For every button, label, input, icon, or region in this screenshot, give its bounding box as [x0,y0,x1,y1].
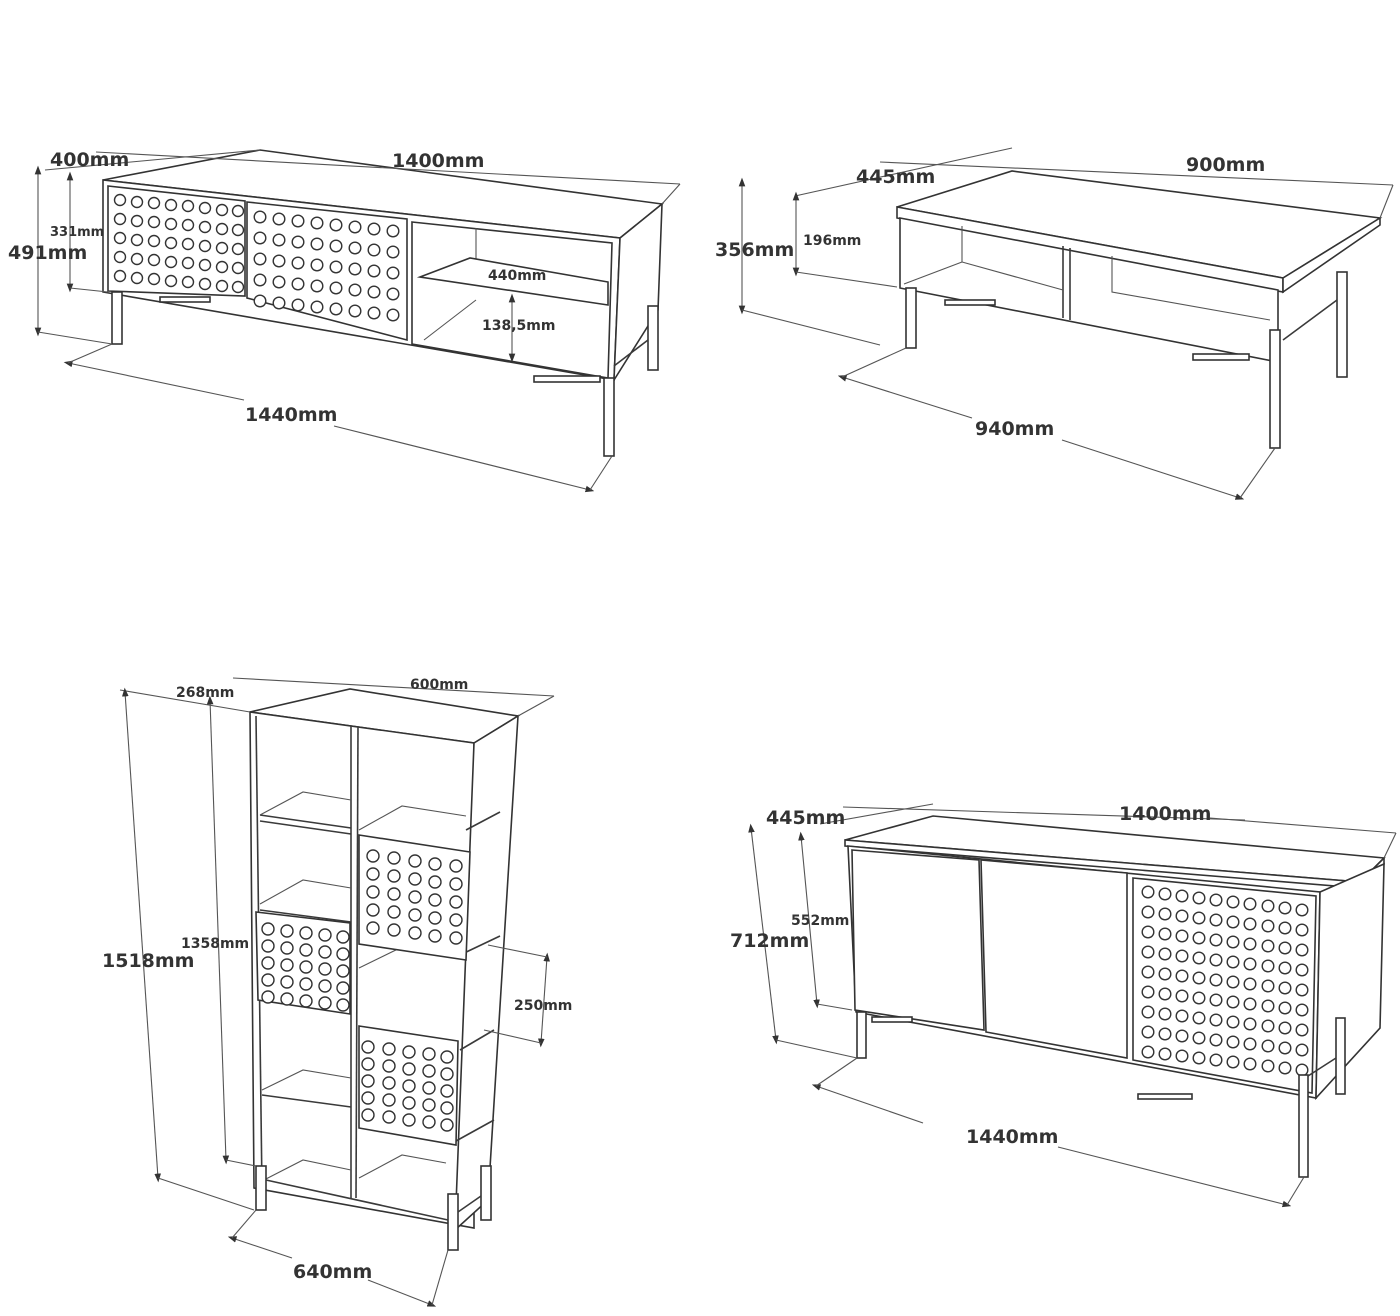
tv-top-width-label: 1400mm [392,150,484,172]
drawer-perforation-pattern [261,849,463,1132]
sideboard-door-middle [980,859,1128,1059]
sideboard-top-width-label: 1400mm [1119,803,1211,825]
bookcase-depth-label: 268mm [176,685,234,701]
door-perforation-pattern [113,193,400,322]
tv-shelf-gap-label: 138,5mm [482,318,555,334]
bookcase-drawing: 268mm 600mm 1518mm 1358mm 250mm 640mm [102,677,572,1307]
bookcase-body-height-label: 1358mm [181,936,249,952]
bookcase-compartment-height-label: 250mm [514,998,572,1014]
sideboard-body-height-label: 552mm [791,913,849,929]
tv-shelf-depth-label: 440mm [488,268,546,284]
coffee-table-drawing: 445mm 900mm 356mm 196mm 940mm [715,147,1394,500]
coffee-body-height-label: 196mm [803,233,861,249]
tv-body-height-label: 331mm [50,225,104,240]
coffee-top-width-label: 900mm [1186,154,1265,176]
sideboard-door-left [851,849,985,1031]
tv-total-width-label: 1440mm [245,404,337,426]
perforated-door-middle [246,201,408,342]
middle-shelf [416,257,609,306]
tv-depth-label: 400mm [50,149,129,171]
sideboard-depth-label: 445mm [766,807,845,829]
sideboard-perforation-pattern [1141,885,1309,1077]
sideboard-total-height-label: 712mm [730,930,809,952]
sideboard-drawing: 445mm 1400mm 712mm 552mm 1440mm [730,803,1397,1208]
tv-total-height-label: 491mm [8,242,87,264]
coffee-depth-label: 445mm [856,166,935,188]
sideboard-total-width-label: 1440mm [966,1126,1058,1148]
tv-stand-drawing: 400mm 1400mm 491mm 331mm 440mm 138,5mm 1… [8,149,681,493]
coffee-total-width-label: 940mm [975,418,1054,440]
bookcase-total-height-label: 1518mm [102,950,194,972]
coffee-total-height-label: 356mm [715,239,794,261]
bookcase-total-width-label: 640mm [293,1261,372,1283]
bookcase-top-width-label: 600mm [410,677,468,693]
